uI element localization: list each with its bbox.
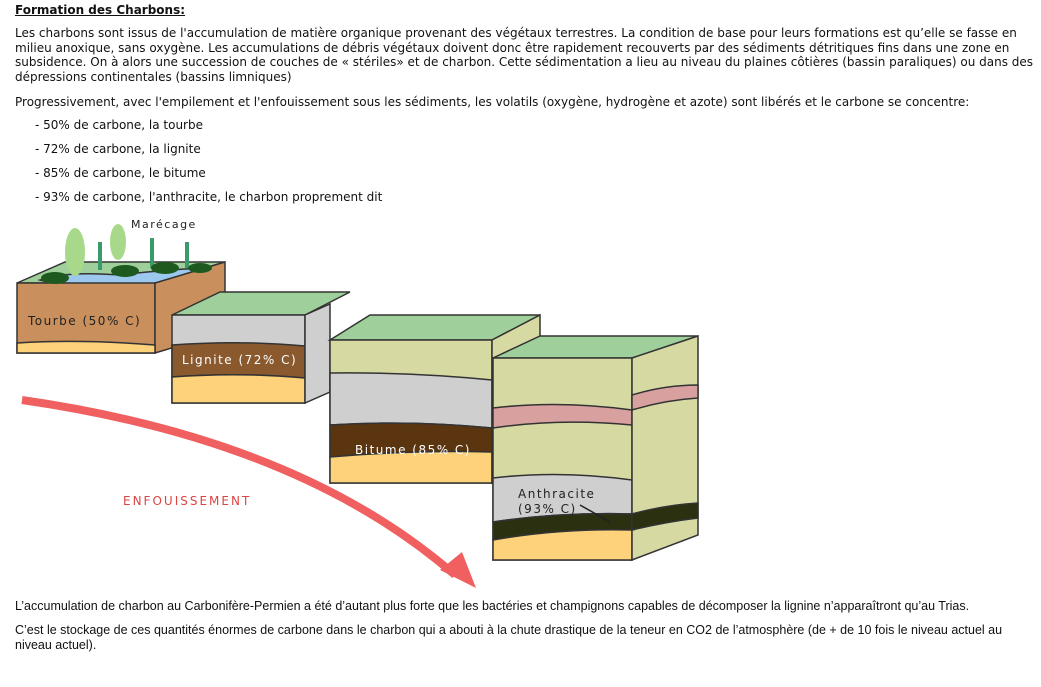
label-bitume: Bitume (85% C) [355, 443, 471, 457]
label-marecage: Marécage [131, 218, 197, 231]
label-anthracite: Anthracite [518, 487, 595, 501]
label-anthracite-pct: (93% C) [518, 502, 577, 516]
arrowhead-icon [440, 552, 476, 588]
carbon-list: - 50% de carbone, la tourbe - 72% de car… [35, 118, 382, 214]
paragraph-co2: C’est le stockage de ces quantités énorm… [15, 623, 1003, 652]
list-item: - 85% de carbone, le bitume [35, 166, 206, 180]
label-enfouissement: ENFOUISSEMENT [123, 494, 251, 508]
list-item: - 72% de carbone, la lignite [35, 142, 201, 156]
page-title: Formation des Charbons: [15, 3, 186, 17]
plants-icon [41, 224, 212, 284]
coal-formation-diagram: Marécage Tourbe (50% C) Lignite (72% C) … [16, 218, 699, 588]
anthracite-block [492, 334, 699, 562]
lignite-block [171, 291, 351, 405]
paragraph-intro: Les charbons sont issus de l'accumulatio… [15, 26, 1034, 84]
list-item: - 93% de carbone, l'anthracite, le charb… [35, 190, 383, 204]
label-tourbe: Tourbe (50% C) [27, 314, 141, 328]
paragraph-progression: Progressivement, avec l'empilement et l'… [15, 95, 970, 109]
burial-arrow-icon [21, 396, 458, 579]
paragraph-carbonifere: L’accumulation de charbon au Carbonifère… [15, 599, 970, 613]
conclusion: L’accumulation de charbon au Carbonifère… [15, 599, 1035, 662]
label-lignite: Lignite (72% C) [182, 353, 297, 367]
list-item: - 50% de carbone, la tourbe [35, 118, 203, 132]
